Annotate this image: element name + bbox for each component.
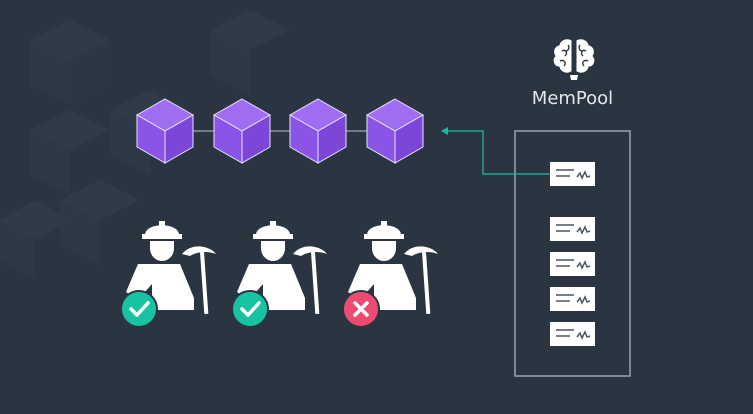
block-cube-3 xyxy=(288,98,348,164)
block-cube-2 xyxy=(212,98,272,164)
transaction-card-5 xyxy=(550,322,595,346)
block-cube-4 xyxy=(365,98,425,164)
brain-icon xyxy=(552,38,596,80)
transaction-arrow xyxy=(441,127,550,175)
checkmark-icon xyxy=(240,301,261,317)
miner-figure-2 xyxy=(237,221,327,314)
transaction-card-1 xyxy=(550,162,595,186)
mempool-title: MemPool xyxy=(531,88,614,109)
transaction-card-3 xyxy=(550,252,595,276)
cross-icon xyxy=(353,301,369,317)
miner-figure-1 xyxy=(126,221,216,314)
approved-badge-2 xyxy=(231,290,269,328)
checkmark-icon xyxy=(129,301,150,317)
rejected-badge xyxy=(342,290,380,328)
block-cube-1 xyxy=(135,98,195,164)
miner-figure-3 xyxy=(348,221,438,314)
transaction-card-2 xyxy=(550,217,595,241)
blockchain xyxy=(135,98,425,164)
approved-badge-1 xyxy=(120,290,158,328)
mempool-container xyxy=(514,130,631,377)
transaction-card-4 xyxy=(550,287,595,311)
